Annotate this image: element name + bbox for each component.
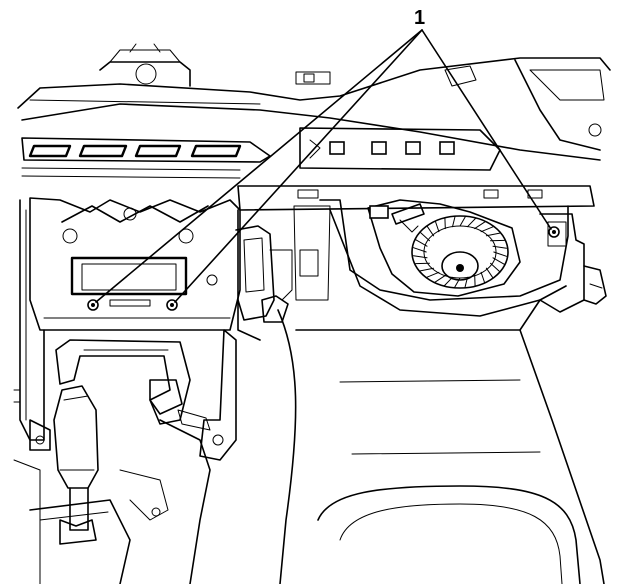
- left-support-column: [13, 199, 51, 451]
- center-wiring-bracket: [177, 225, 293, 461]
- heater-housing-frame: [237, 185, 595, 341]
- shift-lever-area: [13, 339, 211, 584]
- leader-line-center: [174, 29, 423, 303]
- leader-line-right: [421, 29, 552, 230]
- blower-motor: [367, 199, 521, 297]
- center-switch-bracket: [299, 127, 501, 171]
- callout-label: 1: [414, 7, 425, 29]
- air-vent-trim: [21, 137, 271, 179]
- right-side-bracket: [539, 213, 607, 313]
- callout-leaders: [95, 29, 552, 303]
- instrument-panel-upper: [17, 43, 611, 161]
- center-console-tunnel: [277, 299, 605, 584]
- leader-line-left: [95, 29, 423, 303]
